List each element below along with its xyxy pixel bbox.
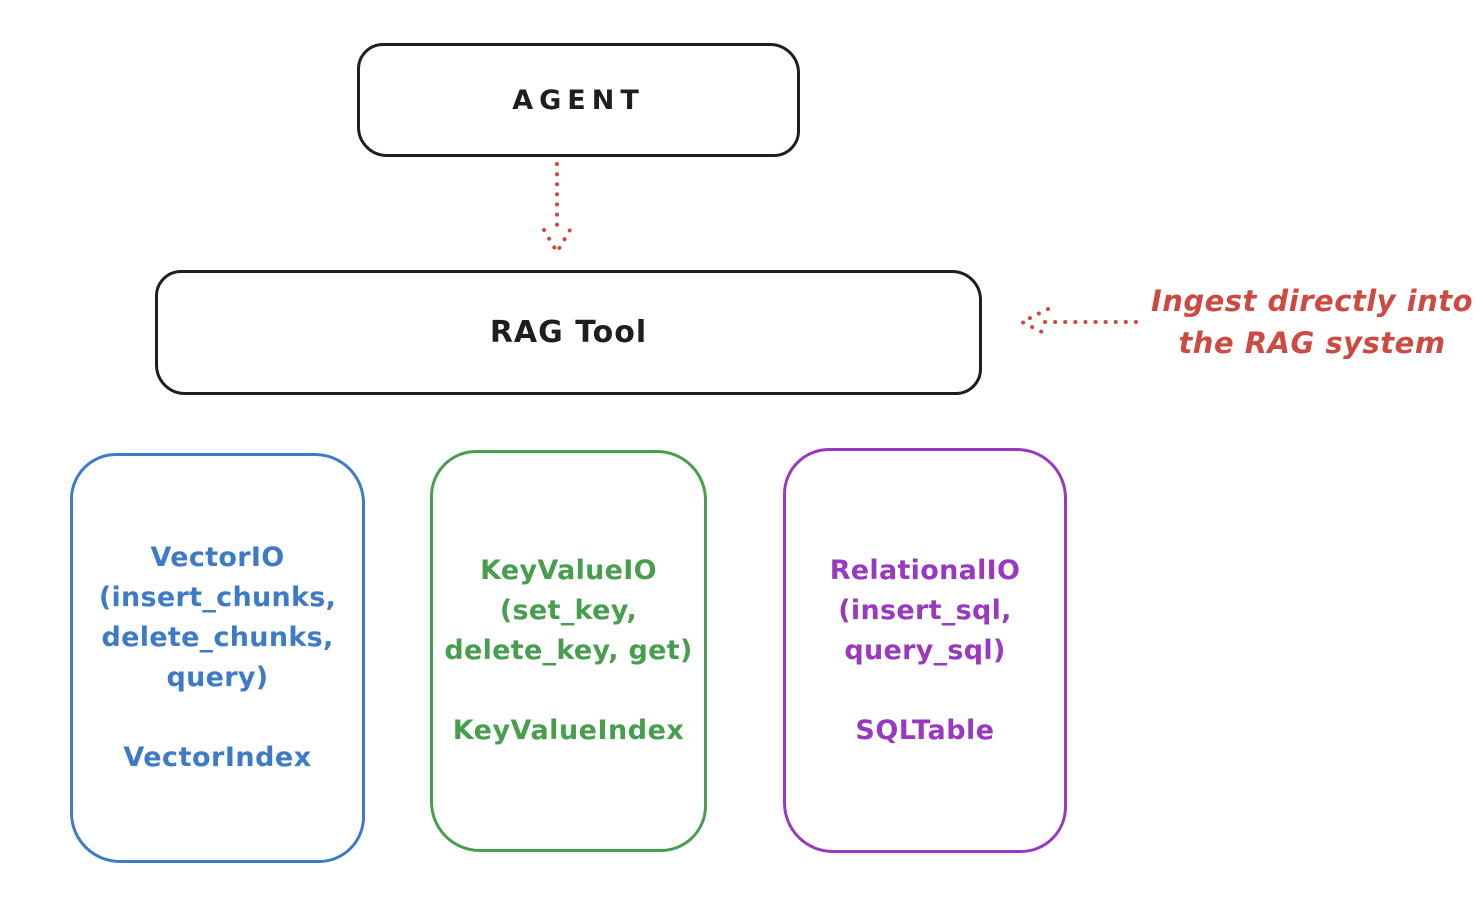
store-box-vector-io: VectorIO (insert_chunks, delete_chunks, … [70, 453, 365, 863]
ingest-annotation: Ingest directly into the RAG system [1150, 284, 1474, 360]
ingest-arrow-icon [1017, 307, 1138, 337]
store-box-keyvalue-io: KeyValueIO (set_key, delete_key, get) Ke… [430, 450, 707, 852]
rag-tool-label: RAG Tool [489, 315, 648, 350]
store-box-relational-io: RelationalIO (insert_sql, query_sql) SQL… [783, 448, 1067, 853]
keyvalue-index-label: KeyValueIndex [452, 715, 685, 746]
agent-label: AGENT [512, 84, 645, 116]
keyvalue-io-label: KeyValueIO (set_key, delete_key, get) [444, 555, 693, 666]
vector-index-label: VectorIndex [123, 742, 312, 773]
sql-table-label: SQLTable [855, 714, 995, 746]
agent-box: AGENT [357, 43, 800, 157]
rag-tool-box: RAG Tool [155, 270, 982, 395]
relational-io-label: RelationalIO (insert_sql, query_sql) [829, 554, 1021, 666]
agent-to-rag-arrow-icon [542, 162, 572, 256]
vector-io-label: VectorIO (insert_chunks, delete_chunks, … [98, 542, 337, 693]
